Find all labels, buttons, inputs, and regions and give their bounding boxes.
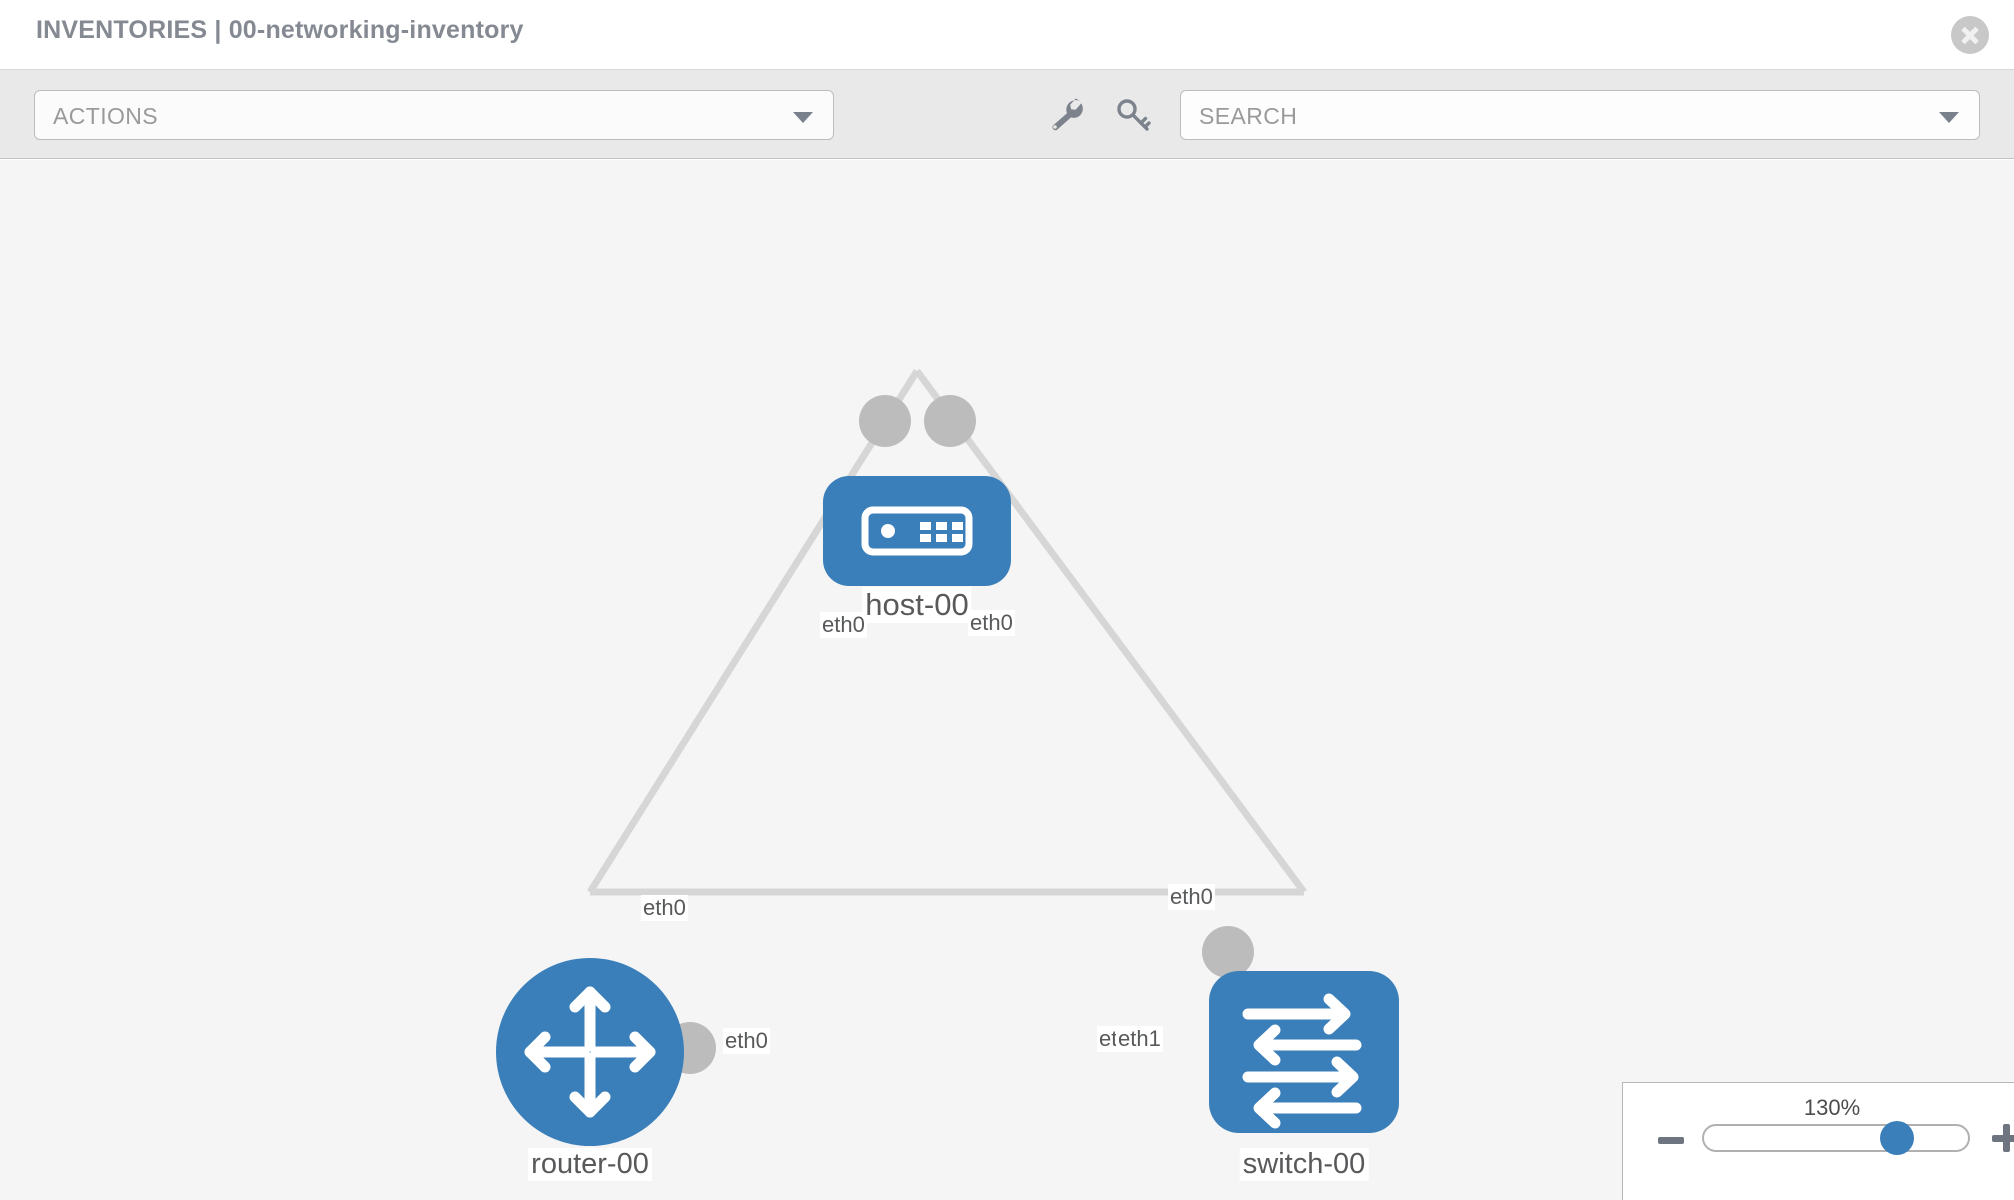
wrench-icon[interactable] [1046,98,1086,132]
switch-arrows-icon [1242,993,1362,1129]
search-input[interactable]: SEARCH [1180,90,1980,140]
chevron-down-icon [793,112,813,123]
iface-label-switch-eth1: eth1 [1116,1026,1163,1052]
link-host-switch[interactable] [914,368,1307,895]
router-arrows-icon [524,986,656,1118]
iface-label-host-eth0-left: eth0 [820,612,867,638]
page-header: INVENTORIES | 00-networking-inventory [0,0,2014,70]
iface-label-router-eth0: eth0 [723,1028,770,1054]
connector-switch-eth0[interactable] [1202,926,1254,978]
node-router-00[interactable] [496,958,684,1146]
zoom-slider-thumb[interactable] [1880,1121,1914,1155]
node-label-switch-00: switch-00 [1239,1148,1369,1181]
link-layer [587,368,1307,896]
server-icon [861,506,973,556]
key-icon[interactable] [1114,98,1154,132]
topology-graph [496,368,1399,1146]
iface-label-switch-uplink-eth0: eth0 [1168,884,1215,910]
node-label-host-00: host-00 [862,587,972,623]
iface-label-router-uplink-eth0: eth0 [641,895,688,921]
zoom-out-button[interactable] [1658,1137,1684,1144]
node-router-00-shape[interactable] [496,958,684,1146]
close-icon[interactable] [1951,16,1989,54]
zoom-level-value: 130% [1803,1095,1861,1120]
zoom-slider[interactable] [1702,1124,1970,1152]
page-title: INVENTORIES | 00-networking-inventory [36,16,524,44]
toolbar: ACTIONS SEARCH [0,70,2014,159]
topology-canvas[interactable]: host-00 router-00 switch-00 eth0 eth0 et… [0,160,2014,1200]
iface-label-host-eth0-right: eth0 [968,610,1015,636]
link-host-router[interactable] [587,369,920,894]
node-label-router-00: router-00 [528,1148,652,1181]
search-placeholder: SEARCH [1199,103,1298,129]
node-host-00[interactable] [823,476,1011,586]
actions-dropdown-label: ACTIONS [53,103,159,129]
actions-dropdown[interactable]: ACTIONS [34,90,834,140]
connector-host-eth0-left[interactable] [859,395,911,447]
connector-host-eth0-right[interactable] [924,395,976,447]
zoom-in-button[interactable] [1992,1124,2014,1152]
node-switch-00[interactable] [1209,971,1399,1133]
node-host-00-shape[interactable] [823,476,1011,586]
chevron-down-icon[interactable] [1939,112,1959,123]
